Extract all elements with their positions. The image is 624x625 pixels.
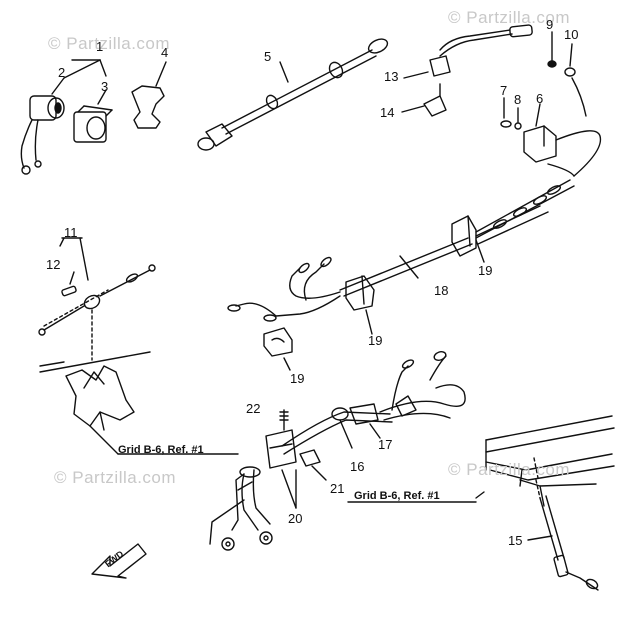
- callout-18: 18: [434, 283, 449, 298]
- reference-label-right: Grid B-6, Ref. #1: [354, 490, 440, 502]
- callout-2: 2: [58, 65, 66, 80]
- callout-4: 4: [161, 45, 169, 60]
- callout-15: 15: [508, 533, 523, 548]
- watermark-bottom-right: © Partzilla.com: [448, 460, 571, 479]
- fwd-arrow-icon: [92, 544, 146, 578]
- callout-17: 17: [378, 437, 393, 452]
- fuse-assembly: [39, 238, 238, 454]
- callout-9: 9: [546, 17, 554, 32]
- callout-22: 22: [246, 401, 261, 416]
- callout-19-lower: 19: [290, 371, 305, 386]
- callout-12: 12: [46, 257, 61, 272]
- main-harness: [228, 180, 574, 370]
- reference-label-left: Grid B-6, Ref. #1: [118, 444, 204, 456]
- callout-14: 14: [380, 105, 395, 120]
- right-bracket: [476, 416, 614, 590]
- cable-part-5: [198, 36, 390, 150]
- callout-8: 8: [514, 92, 522, 107]
- callout-16: 16: [350, 459, 365, 474]
- watermark-top-right: © Partzilla.com: [448, 8, 571, 27]
- lower-harness: [210, 350, 465, 550]
- callout-13: 13: [384, 69, 399, 84]
- callout-19-middle: 19: [368, 333, 383, 348]
- switch-assembly: [21, 60, 166, 174]
- callout-10: 10: [564, 27, 579, 42]
- callout-11: 11: [64, 225, 78, 240]
- watermark-bottom-left: © Partzilla.com: [54, 468, 177, 487]
- watermark-top-left: © Partzilla.com: [48, 34, 171, 53]
- callout-1: 1: [96, 39, 104, 54]
- callout-6: 6: [536, 91, 544, 106]
- callout-19-upper: 19: [478, 263, 493, 278]
- callout-3: 3: [101, 79, 109, 94]
- callout-5: 5: [264, 49, 272, 64]
- callout-7: 7: [500, 83, 508, 98]
- callout-21: 21: [330, 481, 345, 496]
- connector-group: [402, 25, 600, 176]
- callout-20: 20: [288, 511, 303, 526]
